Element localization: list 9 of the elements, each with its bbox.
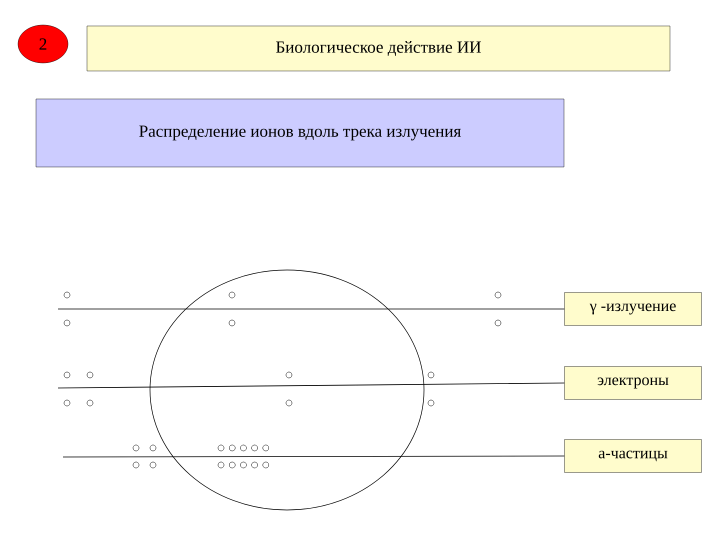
- track-line: [62, 456, 565, 458]
- number-badge: 2: [18, 24, 68, 64]
- subtitle-box: Распределение ионов вдоль трека излучения: [36, 98, 564, 168]
- label-box: а-частицы: [564, 439, 702, 473]
- label-box: электроны: [564, 366, 702, 400]
- track-line: [58, 308, 565, 310]
- label-box: γ -излучение: [564, 292, 702, 326]
- title-box: Биологическое действие ИИ: [86, 26, 670, 72]
- track-line: [58, 382, 565, 388]
